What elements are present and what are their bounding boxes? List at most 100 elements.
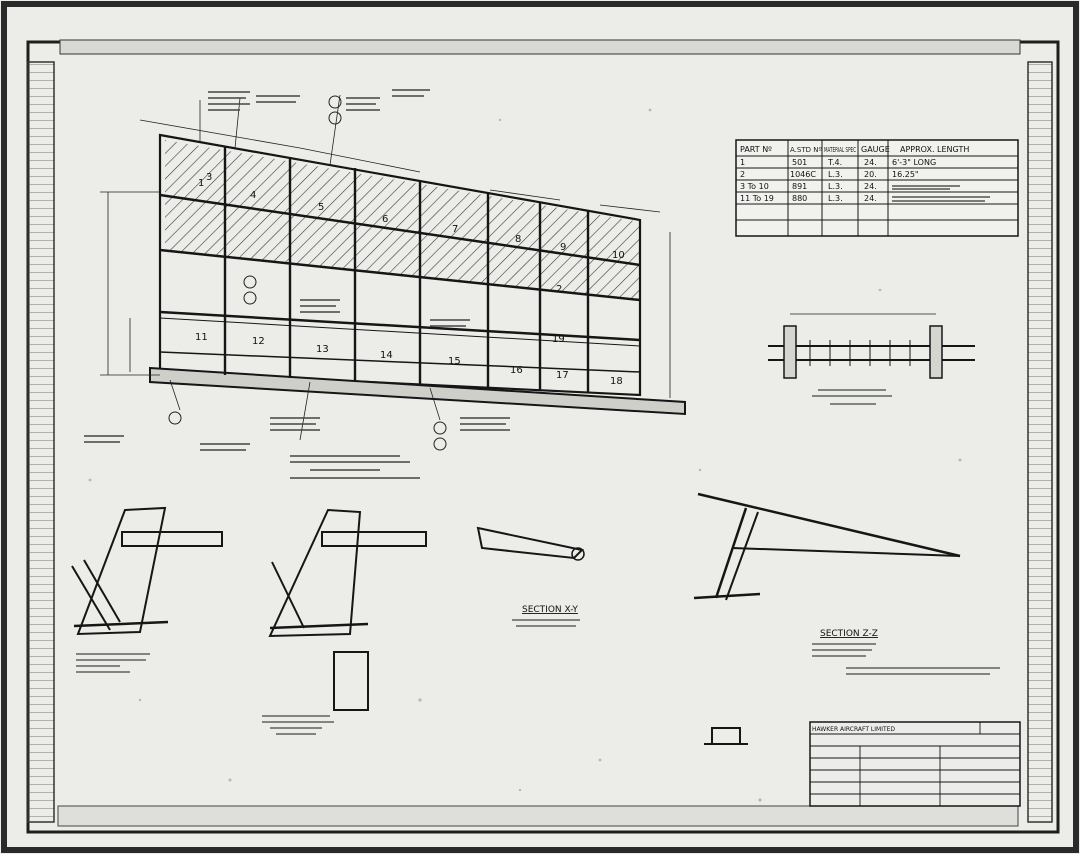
panel-number: 15 <box>448 356 461 367</box>
detail-base <box>73 620 169 628</box>
leader-2 <box>234 97 241 149</box>
table-cell: 24. <box>864 182 877 191</box>
table-cell: L.3. <box>828 170 843 179</box>
part-table-gridlines <box>736 140 1018 236</box>
section-z-z: SECTION Z-Z <box>693 492 1000 675</box>
table-cell: 20. <box>864 170 877 179</box>
detail-rib-attachment-right <box>262 508 427 735</box>
detail-strut <box>71 565 111 631</box>
part-table: PART Nº A.STD Nº MATERIAL SPEC GAUGE APP… <box>735 139 1019 237</box>
rivet-symbol-g <box>433 437 447 451</box>
detail-caption-scribble <box>812 643 1000 675</box>
detail-caption-scribble <box>76 653 150 673</box>
table-cell: 6'-3" LONG <box>892 158 936 167</box>
detail-gusset <box>76 506 167 636</box>
table-row: 2 1046C L.3. 20. 16.25" <box>740 170 919 179</box>
panel-number: 11 <box>195 332 208 343</box>
title-block-frame <box>809 721 1021 807</box>
stringer-3 <box>159 310 641 342</box>
table-row: 1 501 T.4. 24. 6'-3" LONG <box>740 158 936 167</box>
panel-number: 19 <box>552 334 565 345</box>
table-cell: 24. <box>864 158 877 167</box>
panel-number: 10 <box>612 250 625 261</box>
panel-number: 5 <box>318 202 324 213</box>
panel-number: 3 <box>206 172 212 183</box>
panel-number: 12 <box>252 336 265 347</box>
table-cell: 1046C <box>790 170 816 179</box>
rivet-symbols <box>168 95 447 451</box>
table-cell: T.4. <box>827 158 842 167</box>
detail-caption-scribble <box>512 619 580 627</box>
top-margin-strip <box>59 39 1021 55</box>
rivet-symbol-f <box>433 421 447 435</box>
table-header-cell: A.STD Nº <box>790 146 822 154</box>
table-cell: 24. <box>864 194 877 203</box>
table-header-cell: APPROX. LENGTH <box>900 145 969 154</box>
panel-numbers: 1 2 3 4 5 6 7 8 9 10 11 12 13 14 15 16 1… <box>195 172 625 387</box>
table-cell: 1 <box>740 158 745 167</box>
detail-plate <box>333 651 369 711</box>
panel-number: 9 <box>560 242 566 253</box>
detail-rib-right <box>929 325 943 379</box>
stringer-2 <box>159 248 641 302</box>
detail-base <box>269 622 369 630</box>
table-header-cell: PART Nº <box>740 145 772 154</box>
detail-gusset <box>268 508 362 638</box>
table-cell: 891 <box>792 182 807 191</box>
rivet-symbol-d <box>328 111 342 125</box>
section-zz-top-chord <box>697 492 961 558</box>
vertical-ribs <box>223 146 590 392</box>
detail-flange <box>321 531 427 547</box>
panel-number: 18 <box>610 376 623 387</box>
panel-number: 2 <box>556 284 562 295</box>
detail-caption-scribble <box>262 715 334 735</box>
detail-rib-attachment-left <box>71 506 223 673</box>
dimension-lines <box>100 94 671 441</box>
table-row: 3 To 10 891 L.3. 24. <box>740 182 877 191</box>
rivet-pitch-detail <box>768 313 975 405</box>
main-panel-elevation: 1 2 3 4 5 6 7 8 9 10 11 12 13 14 15 16 1… <box>84 89 686 479</box>
panel-number: 16 <box>510 365 523 376</box>
panel-number: 4 <box>250 190 256 201</box>
panel-number: 7 <box>452 224 458 235</box>
rivet-symbol-c <box>328 95 342 109</box>
bottom-margin-strip <box>57 805 1019 827</box>
section-zz-rib-inner <box>725 511 759 601</box>
table-header-cell: MATERIAL SPEC <box>824 146 856 154</box>
table-cell: L.3. <box>828 182 843 191</box>
small-section-detail <box>704 727 748 745</box>
stringer-1 <box>159 193 641 267</box>
table-row: 11 To 19 880 L.3. 24. <box>740 194 877 203</box>
detail-rib-left <box>783 325 797 379</box>
table-cell: 501 <box>792 158 807 167</box>
panel-number: 13 <box>316 344 329 355</box>
section-x-y: SECTION X-Y <box>476 526 585 627</box>
hatched-skin-area <box>165 140 640 300</box>
left-margin-strip <box>27 61 55 823</box>
detail-rivets <box>809 340 911 366</box>
table-cell: 16.25" <box>892 170 919 179</box>
rivet-symbol-e <box>168 411 182 425</box>
detail-strut-inner <box>83 559 121 623</box>
section-xy-title: SECTION X-Y <box>522 605 578 615</box>
section-zz-title: SECTION Z-Z <box>820 629 878 639</box>
detail-strut <box>271 561 305 629</box>
section-zz-bottom-chord <box>731 547 961 557</box>
title-block-company: HAWKER AIRCRAFT LIMITED <box>812 726 895 733</box>
detail-caption-scribble <box>812 389 892 405</box>
panel-number: 14 <box>380 350 393 361</box>
leader-5 <box>169 379 181 411</box>
rivet-symbol-b <box>243 291 257 305</box>
table-cell: L.3. <box>828 194 843 203</box>
detail-flange <box>121 531 223 547</box>
table-cell: 880 <box>792 194 807 203</box>
dim-top-c <box>489 189 561 201</box>
table-cell: 2 <box>740 170 745 179</box>
base-rail <box>149 366 686 416</box>
stringer-4 <box>159 351 641 373</box>
rivet-symbol-a <box>243 275 257 289</box>
panel-number: 17 <box>556 370 569 381</box>
section-xy-hinge <box>571 547 585 561</box>
